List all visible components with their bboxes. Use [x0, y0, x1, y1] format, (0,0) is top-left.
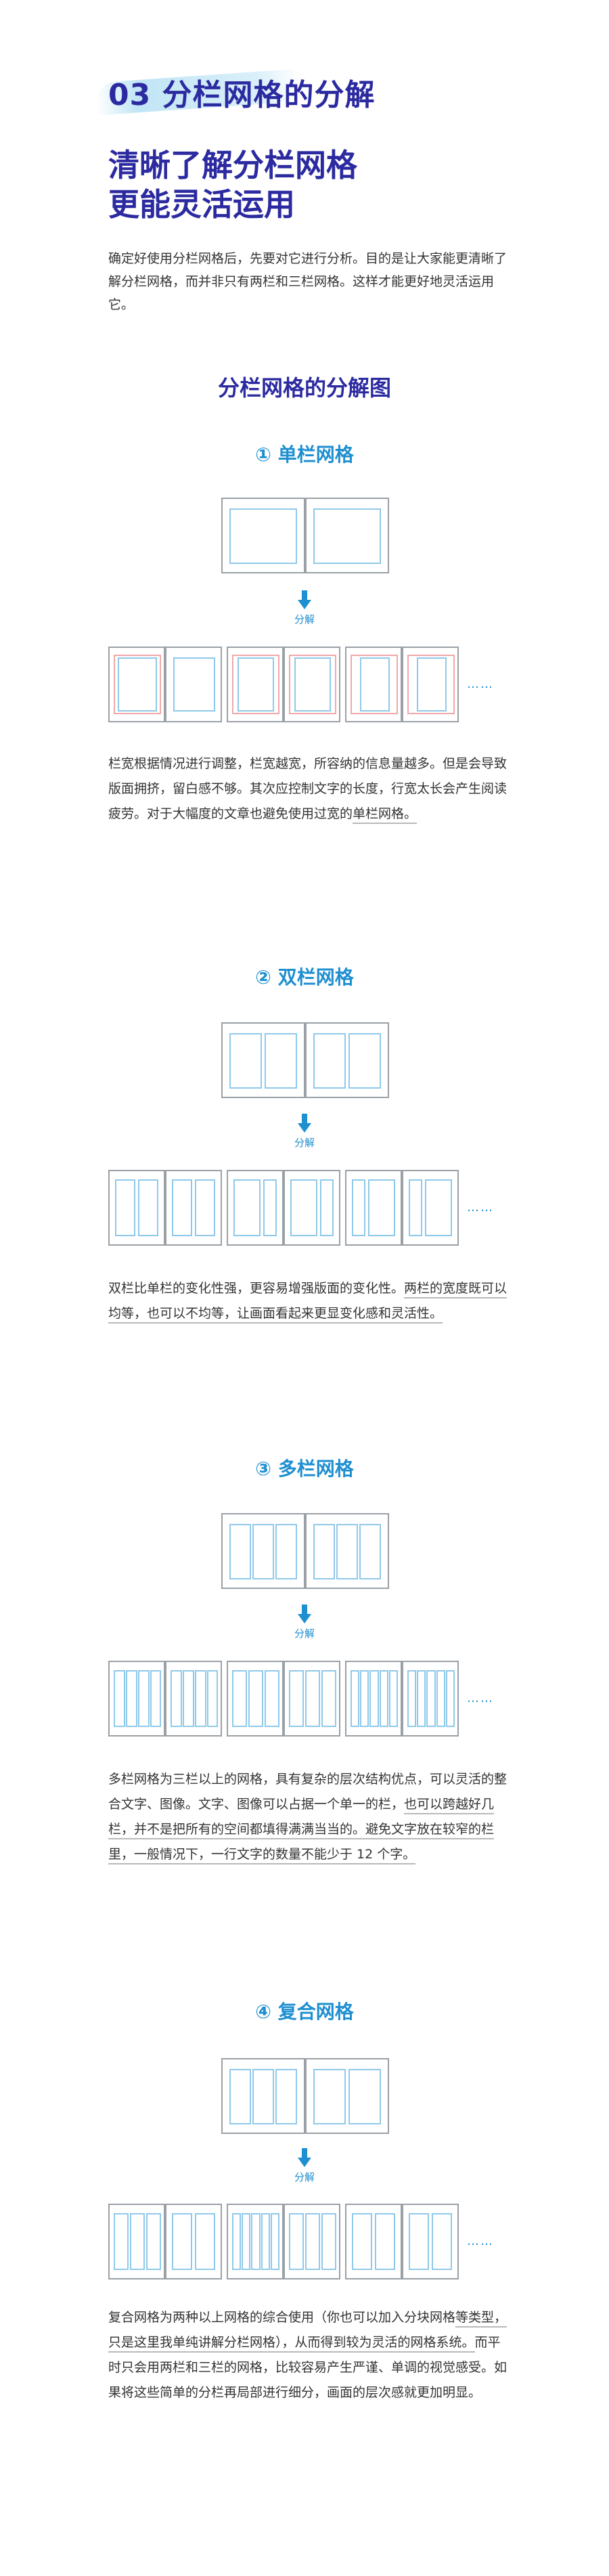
- arrow-label: 分解: [294, 1628, 315, 1640]
- desc-text: 双栏比单栏的变化性强，更容易增强版面的变化性。: [108, 1281, 405, 1296]
- spread-page-right: [305, 2058, 389, 2134]
- desc-underlined-text: 两栏的宽度既可以均等，也可以不均等，让画面看起来更显变化感和灵活性。: [108, 1281, 508, 1324]
- column-box: [229, 508, 297, 564]
- down-arrow-icon: [298, 2148, 311, 2168]
- main-title-line-2: 更能灵活运用: [108, 186, 295, 223]
- ellipsis: ……: [467, 677, 494, 691]
- ellipsis: ……: [467, 1200, 494, 1215]
- arrow-label: 分解: [294, 613, 315, 626]
- section-2-description: 双栏比单栏的变化性强，更容易增强版面的变化性。两栏的宽度既可以均等，也可以不均等…: [108, 1276, 508, 1326]
- spread-page-right: [305, 498, 389, 573]
- desc-text: 复合网格为两种以上网格的综合使用（你也可以加入分块网格: [108, 2310, 456, 2325]
- spread-page-right: [305, 1513, 389, 1589]
- spread-page-right: [305, 1022, 389, 1098]
- section-2-title: ② 双栏网格: [255, 966, 354, 988]
- diagram-title: 分栏网格的分解图: [217, 375, 391, 401]
- column-box: [313, 508, 381, 564]
- section-1-description: 栏宽根据情况进行调整，栏宽越宽，所容纳的信息量越多。但是会导致版面拥挤，留白感不…: [108, 751, 508, 827]
- section-3-title: ③ 多栏网格: [255, 1458, 354, 1480]
- spread-page-left: [221, 1513, 305, 1589]
- arrow-label: 分解: [294, 2171, 315, 2183]
- down-arrow-icon: [298, 1114, 311, 1134]
- spread-page-left: [221, 498, 305, 573]
- ellipsis: ……: [467, 1691, 494, 1705]
- section-3-description: 多栏网格为三栏以上的网格，具有复杂的层次结构优点，可以灵活的整合文字、图像。文字…: [108, 1767, 508, 1867]
- variant-page: [284, 647, 340, 722]
- desc-underlined-text: 也可以跨越好几栏，并不是把所有的空间都填得满满当当的。避免文字放在较窄的栏里，一…: [108, 1797, 495, 1864]
- section-1-title: ① 单栏网格: [255, 443, 354, 466]
- desc-underlined-text: 单栏网格。: [353, 806, 418, 824]
- down-arrow-icon: [298, 1604, 311, 1625]
- variant-page: [165, 647, 222, 722]
- spread-page-left: [221, 2058, 305, 2134]
- intro-paragraph: 确定好使用分栏网格后，先要对它进行分析。目的是让大家能更清晰了解分栏网格，而并非…: [108, 251, 508, 312]
- spread-page-left: [221, 1022, 305, 1098]
- ellipsis: ……: [467, 2234, 494, 2248]
- section-title: 03 分栏网格的分解: [108, 78, 376, 112]
- section-4-title: ④ 复合网格: [255, 2001, 354, 2023]
- main-title-line-1: 清晰了解分栏网格: [108, 147, 357, 183]
- variant-page: [108, 647, 165, 722]
- arrow-label: 分解: [294, 1137, 315, 1149]
- variant-page: [227, 647, 284, 722]
- desc-underlined-text: 等类型，只是这里我单纯讲解分栏网格），从而得到较为灵活的网格系统。: [108, 2310, 508, 2353]
- desc-text: 栏宽根据情况进行调整，栏宽越宽，所容纳的信息量越多。但是会导致版面拥挤，留白感不…: [108, 756, 508, 821]
- variant-page: [345, 647, 402, 722]
- desc-text-tail: 而平时只会用两栏和三栏的网格，比较容易产生严谨、单调的视觉感受。如果将这些简单的…: [108, 2335, 508, 2400]
- down-arrow-icon: [298, 590, 311, 611]
- desc-text: 多栏网格为三栏以上的网格，具有复杂的层次结构优点，可以灵活的整合文字、图像。文字…: [108, 1772, 508, 1812]
- variant-page: [402, 647, 459, 722]
- section-4-description: 复合网格为两种以上网格的综合使用（你也可以加入分块网格等类型，只是这里我单纯讲解…: [108, 2305, 508, 2405]
